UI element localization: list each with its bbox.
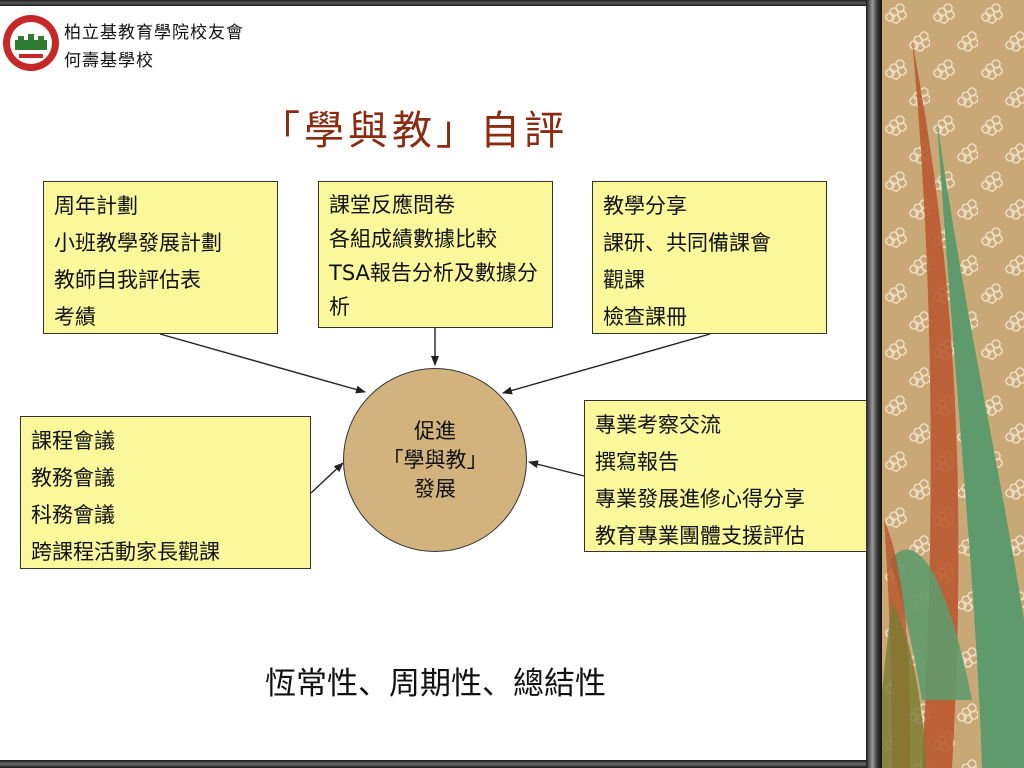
evaluation-box-mid-left: 課程會議 教務會議 科務會議 跨課程活動家長觀課 [20,416,311,569]
school-logo-icon [3,15,59,71]
evaluation-box-top-left: 周年計劃 小班教學發展計劃 教師自我評估表 考績 [43,181,278,334]
box-item: 檢查課冊 [603,305,687,329]
center-goal-circle: 促進 「學與教」 發展 [343,368,527,552]
center-text-line: 「學與教」 [382,448,488,472]
center-text-line: 促進 [414,419,456,443]
center-text-line: 發展 [414,477,456,501]
box-item: 教學分享 [603,194,687,218]
box-item: TSA報告分析及數據分析 [329,261,538,319]
box-item: 專業考察交流 [595,413,721,437]
evaluation-box-top-center: 課堂反應問卷 各組成績數據比較 TSA報告分析及數據分析 [318,181,553,328]
slide-frame-top [0,0,880,6]
box-item: 教務會議 [31,466,115,490]
box-item: 教師自我評估表 [54,268,201,292]
slide-title: 「學與教」自評 [260,108,568,154]
box-item: 小班教學發展計劃 [54,231,222,255]
box-item: 考績 [54,305,96,329]
box-item: 課堂反應問卷 [329,193,455,217]
box-item: 專業發展進修心得分享 [595,487,805,511]
decorative-side-panel [882,0,1024,768]
footer-caption: 恆常性、周期性、總結性 [265,666,606,702]
arrow-top-right [502,333,711,395]
slide-frame-bottom [0,760,880,768]
box-item: 周年計劃 [54,194,138,218]
arrow-mid-right [528,460,585,477]
box-item: 教育專業團體支援評估 [595,524,805,548]
school-name-line2: 何壽基學校 [64,51,154,71]
box-item: 觀課 [603,268,645,292]
slide-frame-right [866,0,882,768]
box-item: 各組成績數據比較 [329,227,497,251]
box-item: 課程會議 [31,429,115,453]
box-item: 科務會議 [31,503,115,527]
box-item: 撰寫報告 [595,450,679,474]
floral-pattern-icon [882,0,1024,768]
box-item: 跨課程活動家長觀課 [31,540,220,564]
school-name-line1: 柏立基教育學院校友會 [64,23,244,43]
evaluation-box-top-right: 教學分享 課研、共同備課會 觀課 檢查課冊 [592,181,827,334]
box-item: 課研、共同備課會 [603,231,771,255]
evaluation-box-mid-right: 專業考察交流 撰寫報告 專業發展進修心得分享 教育專業團體支援評估 [584,400,867,552]
arrow-top-left [159,333,366,394]
arrow-mid-left [310,462,344,494]
